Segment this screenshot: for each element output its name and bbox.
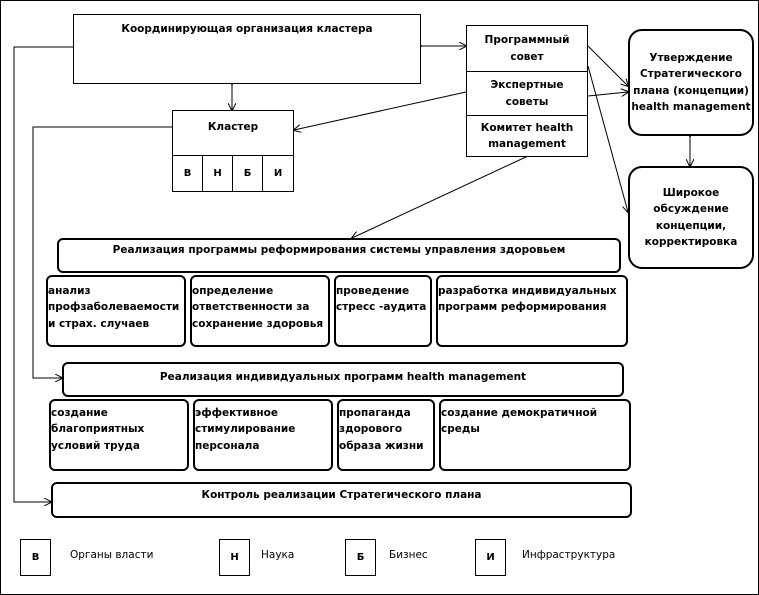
- discussion-box: Широкое обсуждение концепции, корректиро…: [628, 166, 754, 269]
- reform-program-box: Реализация программы реформирования сист…: [57, 238, 621, 273]
- reform-item-stress-audit: проведение стресс -аудита: [334, 275, 432, 347]
- individual-item-conditions-1: создание: [51, 407, 108, 419]
- reform-item-analysis-1: анализ: [48, 285, 91, 297]
- legend-key-v: В: [20, 539, 51, 576]
- hm-committee-label-2: management: [488, 138, 566, 150]
- individual-item-motivation-1: эффективное: [195, 407, 278, 419]
- individual-item-lifestyle-1: пропаганда: [339, 407, 411, 419]
- individual-item-motivation-3: персонала: [195, 439, 260, 452]
- reform-item-stress-audit-1: проведение: [336, 285, 410, 297]
- hm-committee-box: Комитет health management: [466, 115, 588, 157]
- reform-item-responsibility-1: определение: [192, 285, 274, 297]
- hm-committee-label-1: Комитет health: [480, 121, 574, 134]
- individual-item-environment-2: среды: [441, 423, 480, 436]
- reform-item-stress-audit-2: стресс -аудита: [336, 301, 427, 314]
- cluster-cell-i: И: [262, 155, 294, 192]
- individual-item-lifestyle-2: здорового: [339, 423, 403, 436]
- individual-item-lifestyle: пропаганда здорового образа жизни: [337, 399, 435, 471]
- reform-item-responsibility-2: ответственности за: [192, 301, 310, 314]
- reform-item-responsibility-3: сохранение здоровья: [192, 317, 324, 330]
- coordinating-organization-box: Координирующая организация кластера: [73, 14, 421, 84]
- discussion-label-2: обсуждение: [653, 203, 729, 216]
- arrow-program-approval: [587, 45, 628, 86]
- expert-councils-box: Экспертные советы: [466, 71, 588, 116]
- reform-item-development-1: разработка индивидуальных: [438, 285, 617, 297]
- expert-councils-label-2: советы: [505, 95, 549, 108]
- arrow-expert-cluster: [294, 91, 467, 130]
- individual-item-conditions-3: условий труда: [51, 439, 140, 452]
- reform-item-responsibility: определение ответственности за сохранени…: [190, 275, 330, 347]
- reform-item-development: разработка индивидуальных программ рефор…: [436, 275, 628, 347]
- arrow-program-discussion: [587, 65, 628, 212]
- discussion-label-1: Широкое: [662, 186, 720, 199]
- approval-label-3: плана (концепции): [633, 84, 749, 97]
- legend-label-b: Бизнес: [389, 549, 428, 561]
- approval-box: Утверждение Стратегического плана (конце…: [628, 29, 754, 136]
- arrow-coord-control: [13, 46, 73, 502]
- discussion-label-3: концепции,: [655, 219, 727, 232]
- control-title: Контроль реализации Стратегического план…: [201, 489, 482, 501]
- legend-label-n: Наука: [261, 549, 295, 561]
- approval-label-2: Стратегического: [639, 68, 743, 81]
- arrow-cluster-individual: [32, 126, 172, 378]
- individual-item-motivation: эффективное стимулирование персонала: [193, 399, 333, 471]
- legend-key-n: Н: [219, 539, 250, 576]
- individual-item-environment-1: создание демократичной: [441, 407, 598, 419]
- individual-item-conditions-2: благоприятных: [51, 423, 145, 436]
- individual-programs-box: Реализация индивидуальных программ healt…: [62, 362, 624, 397]
- individual-item-motivation-2: стимулирование: [195, 423, 296, 436]
- individual-item-conditions: создание благоприятных условий труда: [49, 399, 189, 471]
- legend-label-v: Органы власти: [70, 549, 154, 561]
- arrow-committee-reform: [352, 155, 529, 238]
- control-box: Контроль реализации Стратегического план…: [51, 482, 632, 518]
- individual-programs-title: Реализация индивидуальных программ healt…: [159, 371, 527, 383]
- individual-item-environment: создание демократичной среды: [439, 399, 631, 471]
- program-council-label-2: совет: [510, 50, 544, 63]
- expert-councils-label-1: Экспертные: [490, 79, 564, 92]
- legend-label-i: Инфраструктура: [522, 549, 616, 561]
- coordinating-organization-label: Координирующая организация кластера: [121, 23, 373, 35]
- approval-label-1: Утверждение: [649, 51, 733, 64]
- reform-program-title: Реализация программы реформирования сист…: [112, 244, 566, 256]
- program-council-label-1: Программный: [484, 34, 570, 47]
- individual-item-lifestyle-3: образа жизни: [339, 439, 424, 452]
- reform-item-development-2: программ реформирования: [438, 301, 607, 314]
- cluster-cell-b: Б: [232, 155, 263, 192]
- reform-item-analysis-2: профзаболеваемости: [48, 301, 180, 314]
- reform-item-analysis-3: и страх. случаев: [48, 317, 150, 330]
- cluster-cell-n: Н: [202, 155, 233, 192]
- legend-key-i: И: [475, 539, 506, 576]
- discussion-label-4: корректировка: [644, 235, 738, 248]
- arrow-expert-approval: [587, 92, 628, 96]
- legend-key-b: Б: [345, 539, 376, 576]
- reform-item-analysis: анализ профзаболеваемости и страх. случа…: [46, 275, 186, 347]
- approval-label-4: health management: [631, 100, 751, 113]
- cluster-title: Кластер: [207, 121, 259, 133]
- program-council-box: Программный совет: [466, 25, 588, 72]
- cluster-cell-v: В: [172, 155, 203, 192]
